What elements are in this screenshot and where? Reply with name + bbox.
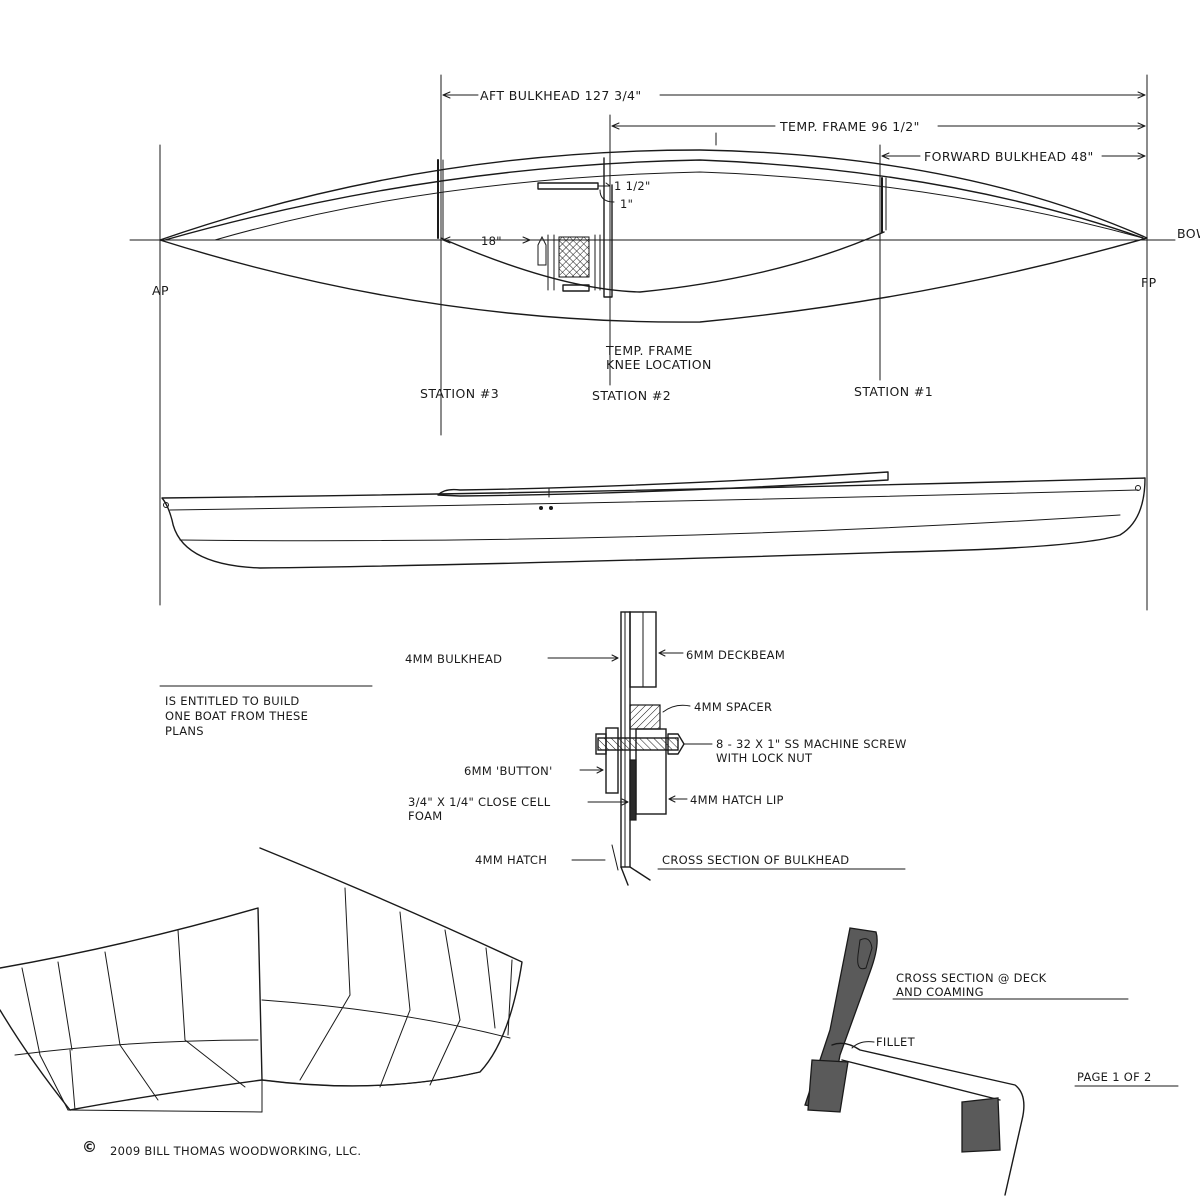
temp-frame — [603, 157, 613, 298]
dimension-temp-frame: TEMP. FRAME 96 1/2" — [611, 119, 1146, 134]
label-6mm-button: 6MM 'BUTTON' — [464, 764, 553, 778]
bulkhead-section-title: CROSS SECTION OF BULKHEAD — [662, 853, 849, 867]
label-fillet: FILLET — [876, 1035, 916, 1049]
dim-cockpit-text: 18" — [481, 234, 502, 248]
label-4mm-spacer: 4MM SPACER — [694, 700, 772, 714]
copyright-text: 2009 BILL THOMAS WOODWORKING, LLC. — [110, 1144, 361, 1158]
deck-beam-block — [961, 1097, 1001, 1153]
hull-panel-aft — [0, 907, 263, 1111]
deck-coaming-section: CROSS SECTION @ DECK AND COAMING FILLET — [804, 927, 1129, 1196]
station-2-label: STATION #2 — [592, 388, 671, 403]
license-line3: PLANS — [165, 724, 204, 738]
label-foam-line1: 3/4" X 1/4" CLOSE CELL — [408, 795, 551, 809]
sheer-inner-line — [214, 171, 1144, 241]
coaming-profile — [437, 471, 889, 497]
profile-view — [161, 471, 1146, 569]
bulkhead-cross-section: 4MM BULKHEAD 6MM DECKBEAM 4MM SPACER 8 -… — [405, 611, 907, 886]
label-4mm-hatch: 4MM HATCH — [475, 853, 547, 867]
deck-section-title-line1: CROSS SECTION @ DECK — [896, 971, 1047, 985]
dim-forward-bulkhead-text: FORWARD BULKHEAD 48" — [924, 149, 1094, 164]
deck-inner-line — [164, 159, 1144, 241]
hull-panel-fwd — [259, 847, 523, 1087]
seat-bar — [537, 182, 599, 190]
label-4mm-hatch-lip: 4MM HATCH LIP — [690, 793, 784, 807]
copyright-symbol: © — [82, 1138, 97, 1156]
cockpit-lower-curve — [440, 231, 885, 293]
knee-brace-detail — [537, 234, 601, 292]
license-line2: ONE BOAT FROM THESE — [165, 709, 308, 723]
label-machine-screw-line2: WITH LOCK NUT — [716, 751, 813, 765]
coaming-fillet — [831, 1042, 1025, 1196]
hull-plan-outline — [159, 149, 1148, 323]
page-number: PAGE 1 OF 2 — [1077, 1070, 1152, 1084]
label-fp: FP — [1141, 275, 1157, 290]
dim-temp-frame-text: TEMP. FRAME 96 1/2" — [779, 119, 920, 134]
dimension-aft-bulkhead: AFT BULKHEAD 127 3/4" — [442, 88, 1146, 103]
deck-section-title-line2: AND COAMING — [896, 985, 984, 999]
temp-frame-label-line2: KNEE LOCATION — [606, 357, 712, 372]
label-ap: AP — [152, 283, 169, 298]
plan-view: AFT BULKHEAD 127 3/4" TEMP. FRAME 96 1/2… — [129, 74, 1200, 611]
dim-seat-height-text: 1" — [620, 197, 633, 211]
license-line1: IS ENTITLED TO BUILD — [165, 694, 300, 708]
footer: © 2009 BILL THOMAS WOODWORKING, LLC. PAG… — [82, 1070, 1179, 1158]
sheer-line — [169, 489, 1139, 511]
label-6mm-deckbeam: 6MM DECKBEAM — [686, 648, 785, 662]
temp-frame-label-line1: TEMP. FRAME — [605, 343, 693, 358]
license-note: IS ENTITLED TO BUILD ONE BOAT FROM THESE… — [159, 685, 373, 738]
label-machine-screw-line1: 8 - 32 X 1" SS MACHINE SCREW — [716, 737, 907, 751]
hull-panel-view — [0, 847, 523, 1113]
label-bow: BOW — [1177, 226, 1200, 241]
station-3-label: STATION #3 — [420, 386, 499, 401]
dim-aft-bulkhead-text: AFT BULKHEAD 127 3/4" — [480, 88, 642, 103]
dim-seat-offset-text: 1 1/2" — [614, 179, 651, 193]
dimension-forward-bulkhead: FORWARD BULKHEAD 48" — [881, 149, 1146, 164]
station-1-label: STATION #1 — [854, 384, 933, 399]
label-4mm-bulkhead: 4MM BULKHEAD — [405, 652, 502, 666]
label-foam-line2: FOAM — [408, 809, 442, 823]
chine-line — [179, 514, 1121, 542]
